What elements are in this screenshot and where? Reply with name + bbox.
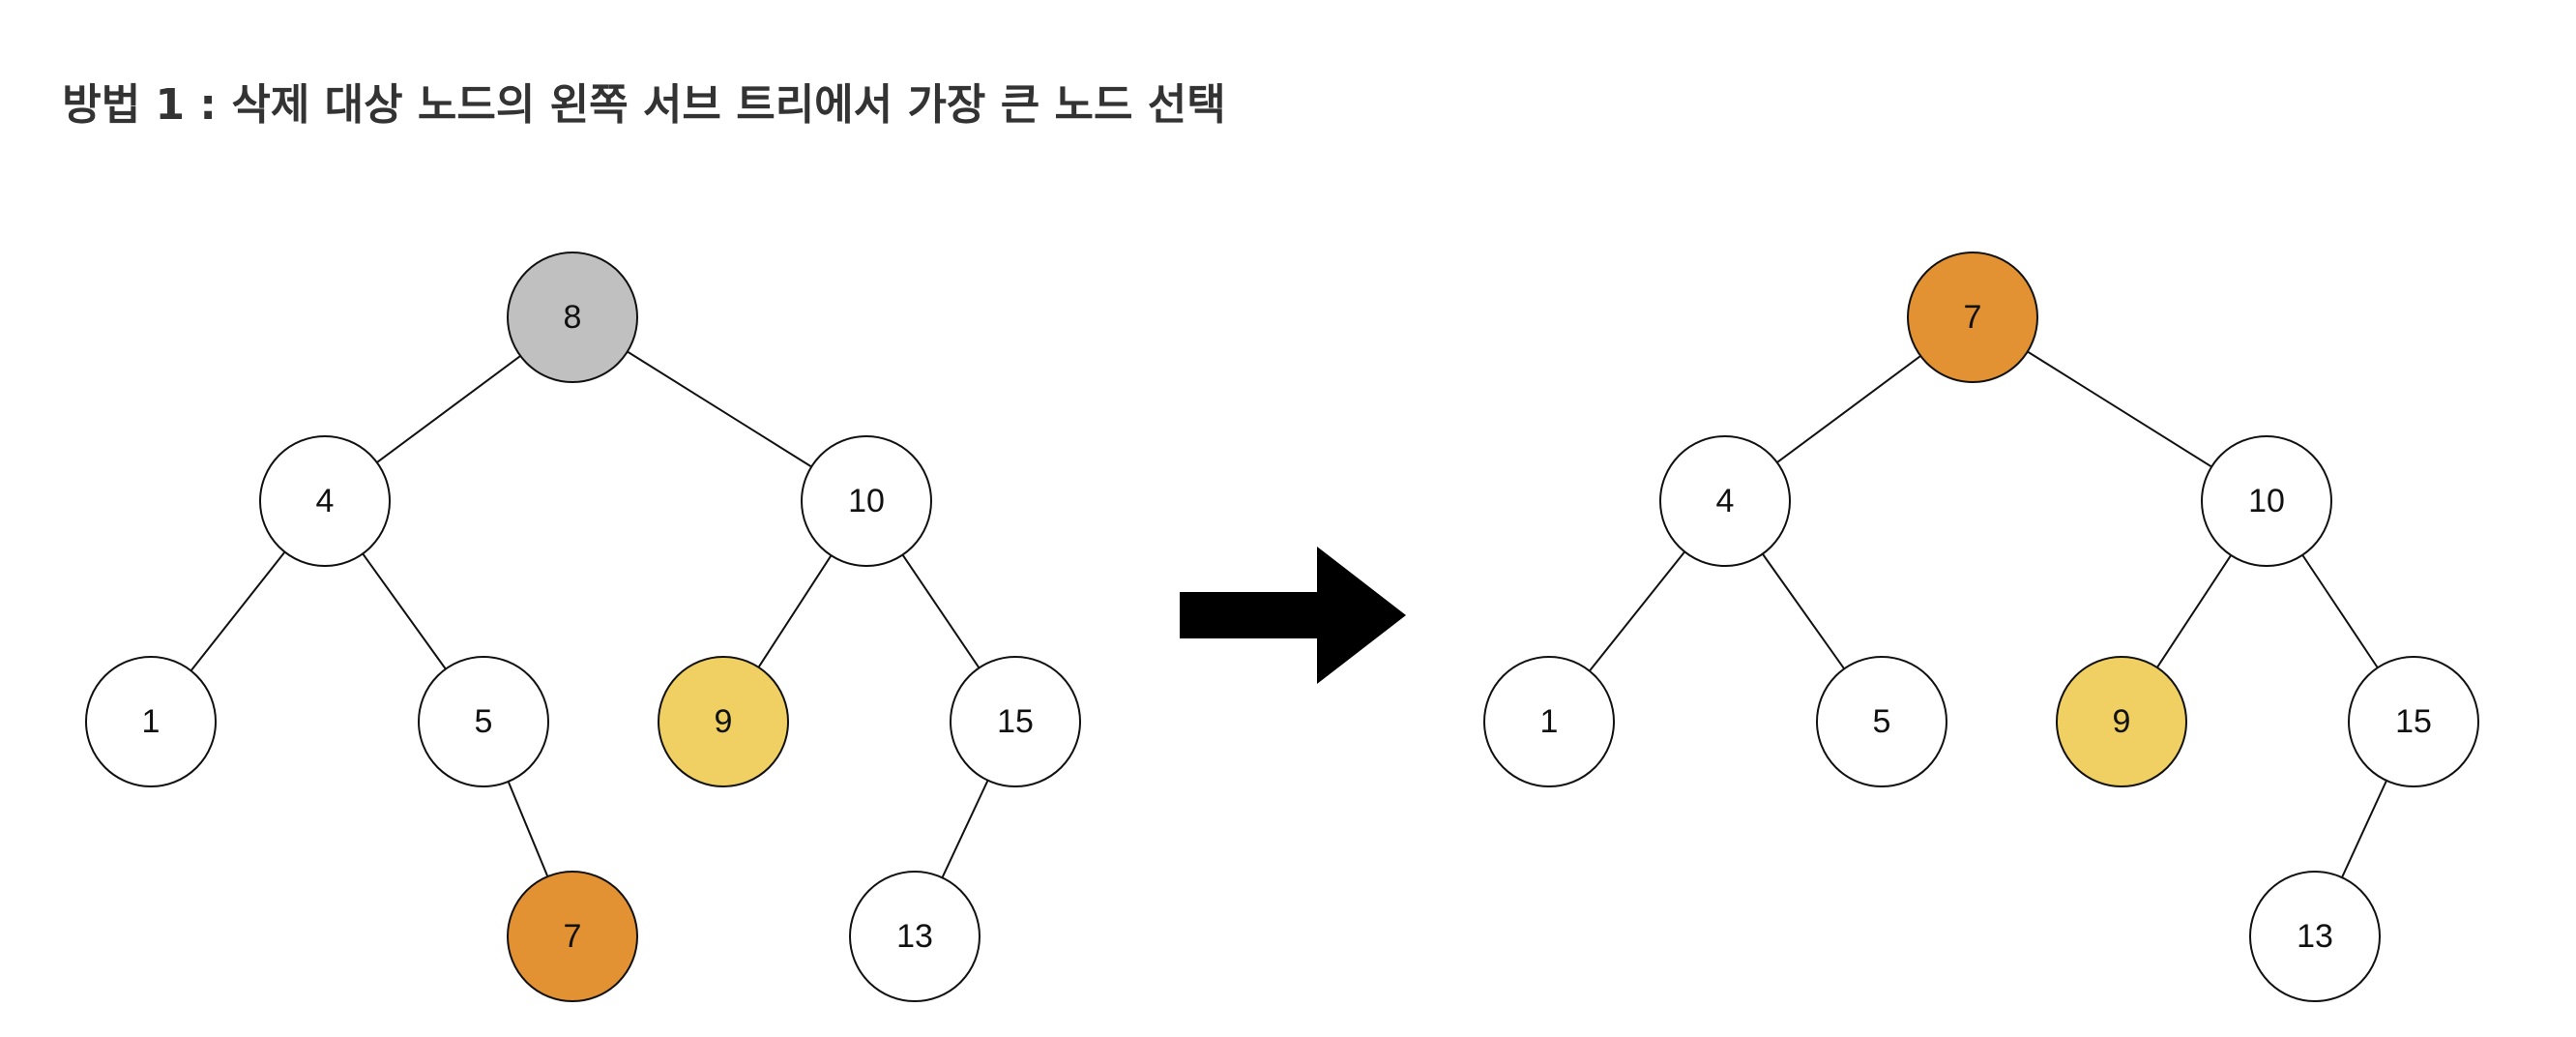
node-circle	[2249, 871, 2381, 1002]
tree-node-13: 13	[849, 871, 981, 1002]
node-circle	[801, 435, 932, 567]
node-circle	[507, 252, 638, 383]
tree-edge	[757, 554, 833, 668]
tree-edge	[2027, 350, 2212, 468]
node-label: 8	[564, 299, 582, 336]
node-circle	[950, 656, 1081, 787]
tree-node-9: 9	[2056, 656, 2187, 787]
node-label: 13	[2297, 918, 2333, 955]
right-arrow-icon	[1180, 547, 1406, 684]
node-label: 1	[1540, 703, 1559, 740]
node-circle	[1907, 252, 2038, 383]
node-label: 13	[896, 918, 933, 955]
node-label: 10	[2248, 483, 2285, 519]
node-circle	[1659, 435, 1791, 567]
tree-node-5: 5	[418, 656, 549, 787]
node-circle	[658, 656, 789, 787]
node-circle	[2201, 435, 2332, 567]
node-label: 7	[1964, 299, 1982, 336]
tree-edge	[2301, 554, 2379, 668]
node-label: 15	[997, 703, 1034, 740]
tree-edge	[190, 550, 286, 672]
node-label: 5	[475, 703, 493, 740]
node-label: 4	[1716, 483, 1735, 519]
node-circle	[85, 656, 217, 787]
tree-node-10: 10	[801, 435, 932, 567]
tree-edge	[627, 350, 812, 468]
node-circle	[418, 656, 549, 787]
tree-node-8: 8	[507, 252, 638, 383]
node-circle	[849, 871, 981, 1002]
tree-node-10: 10	[2201, 435, 2332, 567]
tree-node-5: 5	[1816, 656, 1947, 787]
tree-edge	[1776, 355, 1921, 463]
tree-node-15: 15	[2348, 656, 2479, 787]
node-label: 7	[564, 918, 582, 955]
node-label: 9	[715, 703, 733, 740]
node-label: 9	[2113, 703, 2131, 740]
tree-edge	[362, 552, 447, 670]
tree-node-1: 1	[85, 656, 217, 787]
tree-node-9: 9	[658, 656, 789, 787]
tree-edge	[2341, 780, 2387, 878]
edges-layer	[190, 350, 2387, 878]
node-circle	[1483, 656, 1615, 787]
tree-edge	[1589, 550, 1685, 672]
tree-node-7: 7	[507, 871, 638, 1002]
tree-node-15: 15	[950, 656, 1081, 787]
tree-edge	[507, 781, 549, 877]
tree-node-7: 7	[1907, 252, 2038, 383]
tree-node-4: 4	[1659, 435, 1791, 567]
node-label: 10	[848, 483, 885, 519]
node-circle	[1816, 656, 1947, 787]
tree-edge	[901, 553, 981, 669]
node-circle	[507, 871, 638, 1002]
node-circle	[2348, 656, 2479, 787]
node-circle	[259, 435, 391, 567]
tree-node-4: 4	[259, 435, 391, 567]
node-circle	[2056, 656, 2187, 787]
node-label: 1	[142, 703, 161, 740]
tree-node-13: 13	[2249, 871, 2381, 1002]
tree-edge	[376, 355, 521, 463]
tree-edge	[1761, 553, 1846, 669]
node-label: 4	[316, 483, 335, 519]
node-label: 5	[1873, 703, 1891, 740]
page-title: 방법 1 : 삭제 대상 노드의 왼쪽 서브 트리에서 가장 큰 노드 선택	[62, 80, 1226, 130]
tree-edge	[2155, 554, 2233, 668]
tree-node-1: 1	[1483, 656, 1615, 787]
node-label: 15	[2395, 703, 2432, 740]
tree-edge	[941, 780, 989, 878]
